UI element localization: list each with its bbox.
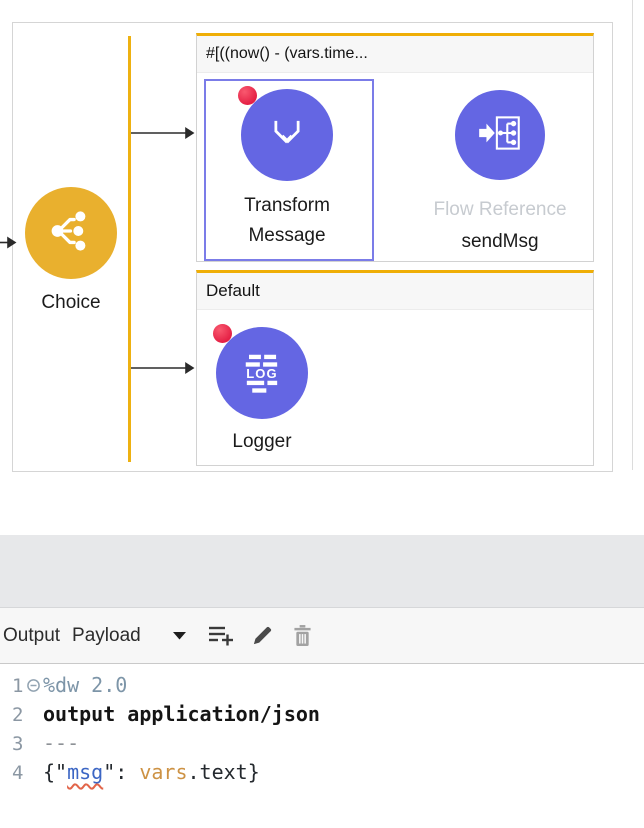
logger-label: Logger: [232, 431, 292, 452]
choice-icon: [46, 206, 96, 261]
transform-message-node[interactable]: [241, 89, 333, 181]
code-line-3: 3 ---: [0, 729, 644, 758]
add-transformation-icon[interactable]: [208, 624, 234, 647]
code-token: ---: [43, 731, 80, 755]
code-token: .text}: [187, 760, 260, 784]
edit-icon[interactable]: [251, 624, 274, 647]
dataweave-code-editor[interactable]: 1 %dw 2.0 2 output application/json 3 --- 4…: [0, 665, 644, 828]
code-token: {": [43, 760, 68, 784]
dropdown-caret-icon[interactable]: [172, 631, 186, 640]
code-token: output application/json: [43, 702, 320, 726]
flow-reference-type-label: Flow Reference: [433, 199, 567, 220]
choice-node-label: Choice: [41, 292, 101, 313]
flow-reference-node[interactable]: [455, 90, 545, 180]
choice-node[interactable]: [25, 187, 117, 279]
panel-divider: [0, 535, 644, 607]
line-number: 3: [12, 733, 24, 755]
dataweave-icon: [261, 107, 313, 164]
flow-canvas: Choice #[((now() - (vars.time... Transfo…: [0, 0, 633, 472]
code-token-vars: vars: [139, 760, 188, 784]
code-line-2: 2 output application/json: [0, 700, 644, 729]
canvas-right-border: [632, 0, 633, 470]
selection-outline: [204, 79, 374, 261]
when-branch-condition[interactable]: #[((now() - (vars.time...: [197, 36, 593, 73]
code-token: %dw 2.0: [43, 673, 128, 697]
logger-node[interactable]: LOG: [216, 327, 308, 419]
output-label: Output: [3, 624, 61, 646]
code-token: ":: [103, 760, 140, 784]
fold-minus-icon[interactable]: [26, 672, 43, 701]
svg-text:LOG: LOG: [246, 366, 277, 381]
line-number: 4: [12, 762, 24, 784]
logger-icon: LOG: [236, 345, 288, 402]
dataweave-output-toolbar: Output Payload: [0, 607, 644, 664]
choice-branch-rail: [128, 36, 131, 462]
error-badge: [238, 86, 257, 105]
flow-reference-name: sendMsg: [461, 231, 539, 252]
line-number: 1: [12, 675, 24, 697]
flow-reference-icon: [475, 108, 525, 163]
code-line-1: 1 %dw 2.0: [0, 671, 644, 700]
line-number: 2: [12, 704, 24, 726]
delete-icon[interactable]: [293, 624, 312, 647]
code-line-4: 4 {"msg": vars.text}: [0, 758, 644, 787]
code-token-msg-key: msg: [67, 760, 104, 784]
default-branch-box: Default LOG: [196, 270, 594, 466]
payload-tab[interactable]: Payload: [72, 624, 141, 646]
when-branch-box: #[((now() - (vars.time... Transform Mess…: [196, 33, 594, 262]
transform-message-label: Transform Message: [244, 195, 330, 246]
default-branch-header[interactable]: Default: [197, 273, 593, 310]
error-badge: [213, 324, 232, 343]
